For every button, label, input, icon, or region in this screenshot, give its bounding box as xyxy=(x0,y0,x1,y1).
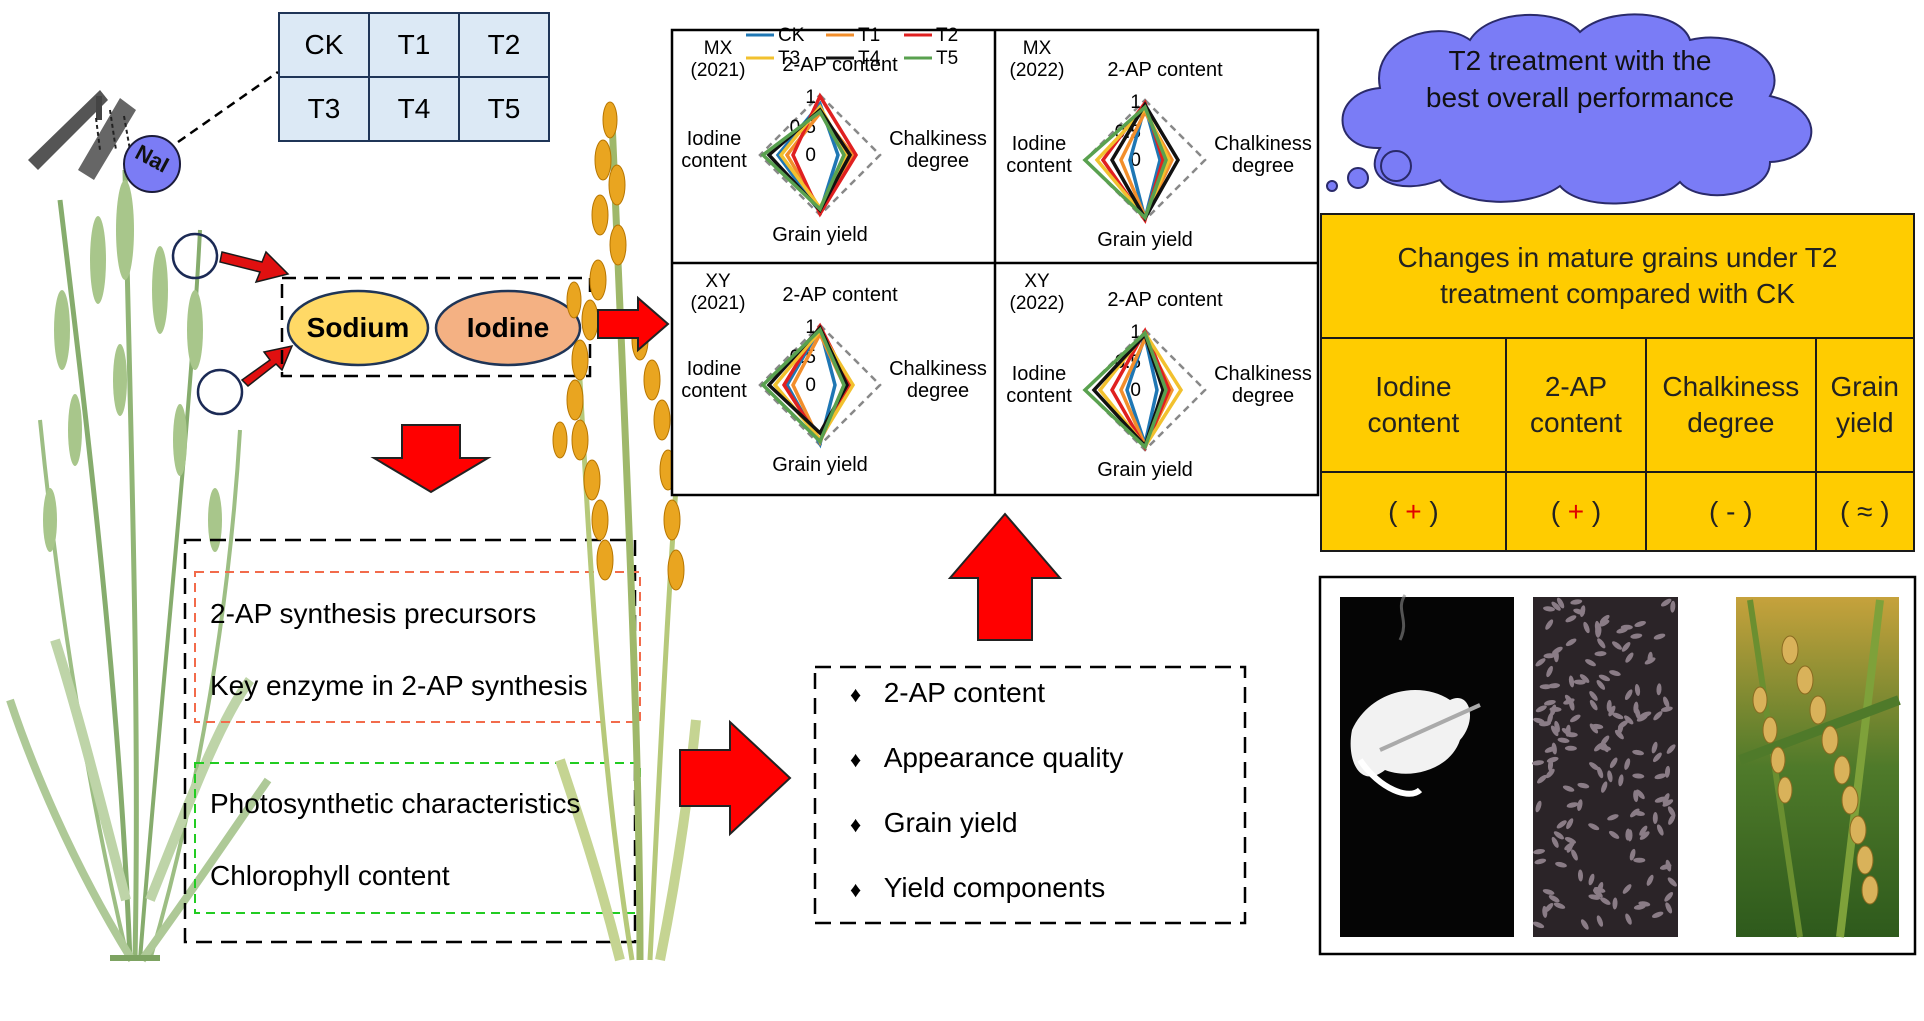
sodium-label: Sodium xyxy=(306,312,410,343)
radar-axis-label: Grain yield xyxy=(772,224,868,246)
bullet-icon: ♦ xyxy=(850,877,862,902)
radar-axis-label: Grain yield xyxy=(1097,229,1193,251)
radar-tick: 0 xyxy=(1130,380,1141,401)
photo-cooked-rice xyxy=(1340,594,1514,937)
bullet-icon: ♦ xyxy=(850,747,862,772)
summary-header: Grain yield xyxy=(1814,337,1915,473)
legend-label: T1 xyxy=(858,25,880,46)
radar-year-label: (2022) xyxy=(1010,293,1065,314)
summary-title: Changes in mature grains under T2 treatm… xyxy=(1320,213,1915,339)
radar-tick: 1 xyxy=(805,87,816,108)
cloud-text: T2 treatment with the best overall perfo… xyxy=(1425,45,1735,113)
legend-label: T3 xyxy=(778,48,800,69)
radar-tick: 0 xyxy=(1130,150,1141,171)
radar-axis-label: Chalkiness xyxy=(1214,363,1312,385)
treatment-cell: T2 xyxy=(458,12,550,78)
legend-label: T5 xyxy=(936,48,958,69)
radar-axis-label: degree xyxy=(907,150,969,172)
treatment-cell: T4 xyxy=(368,76,460,142)
radar-axis-label: content xyxy=(1006,155,1072,177)
mechanism-aroma-2: Key enzyme in 2-AP synthesis xyxy=(210,670,588,701)
legend-label: T4 xyxy=(858,48,881,69)
mechanism-aroma-1: 2-AP synthesis precursors xyxy=(210,598,537,629)
radar-axis-label: Chalkiness xyxy=(889,358,987,380)
summary-sign: ( - ) xyxy=(1645,471,1817,552)
radar-series-t2 xyxy=(791,92,859,218)
bullet-icon: ♦ xyxy=(850,812,862,837)
radar-axis-label: content xyxy=(681,380,747,402)
radar-year-label: (2021) xyxy=(691,60,746,81)
treatment-cell: CK xyxy=(278,12,370,78)
radar-series-t5 xyxy=(1082,104,1168,221)
bullet-icon: ♦ xyxy=(850,682,862,707)
radar-axis-label: 2-AP content xyxy=(1107,289,1223,311)
radar-axis-label: Grain yield xyxy=(772,454,868,476)
radar-axis-label: Iodine xyxy=(1012,133,1067,155)
radar-axis-label: Iodine xyxy=(687,128,742,150)
arrow-to-elements xyxy=(219,250,294,388)
mechanism-photo-2: Chlorophyll content xyxy=(210,860,450,891)
radar-site-label: XY xyxy=(1024,271,1050,292)
radar-axis-label: Grain yield xyxy=(1097,459,1193,481)
green-rice-plant xyxy=(6,169,272,963)
treatment-cell: T5 xyxy=(458,76,550,142)
iodine-label: Iodine xyxy=(466,312,550,343)
radar-axis-label: content xyxy=(1006,385,1072,407)
mechanism-photo-1: Photosynthetic characteristics xyxy=(210,788,581,819)
up-arrow xyxy=(947,512,1063,641)
sprayer-icon xyxy=(28,90,136,180)
radar-tick: 0 xyxy=(805,145,816,166)
radar-site-label: MX xyxy=(704,38,733,59)
legend-label: T2 xyxy=(936,25,958,46)
treatment-cell: T1 xyxy=(368,12,460,78)
thought-cloud xyxy=(1326,13,1813,205)
radar-year-label: (2022) xyxy=(1010,60,1065,81)
radar-tick: 1 xyxy=(805,317,816,338)
photo-milled-grains xyxy=(1532,597,1678,937)
radar-series-t5 xyxy=(760,109,846,212)
summary-table: Changes in mature grains under T2 treatm… xyxy=(1320,213,1915,552)
radar-axis-label: degree xyxy=(1232,385,1294,407)
radar-axis-label: 2-AP content xyxy=(782,284,898,306)
radar-tick: 1 xyxy=(1130,322,1141,343)
radar-site-label: XY xyxy=(705,271,731,292)
summary-sign: ( ≈ ) xyxy=(1814,471,1915,552)
summary-header: Chalkiness degree xyxy=(1645,337,1817,473)
measurement-item: ♦ 2-AP content xyxy=(850,677,1046,708)
radar-tick: 0 xyxy=(805,375,816,396)
radar-axis-label: Iodine xyxy=(1012,363,1067,385)
summary-header: Iodine content xyxy=(1320,337,1507,473)
measurement-item: ♦ Appearance quality xyxy=(850,742,1124,773)
measurement-item: ♦ Yield components xyxy=(850,872,1106,903)
measurement-item: ♦ Grain yield xyxy=(850,807,1018,838)
radar-year-label: (2021) xyxy=(691,293,746,314)
radar-axis-label: 2-AP content xyxy=(782,54,898,76)
summary-header: 2-AP content xyxy=(1504,337,1648,473)
radar-site-label: MX xyxy=(1023,38,1052,59)
radar-axis-label: Iodine xyxy=(687,358,742,380)
radar-axis-label: Chalkiness xyxy=(889,128,987,150)
radar-tick: 1 xyxy=(1130,92,1141,113)
radar-series-t5 xyxy=(1082,329,1168,451)
radar-axis-label: degree xyxy=(1232,155,1294,177)
treatment-cell: T3 xyxy=(278,76,370,142)
legend-label: CK xyxy=(778,25,805,46)
right-arrow-to-radar xyxy=(597,295,670,353)
radar-axis-label: content xyxy=(681,150,747,172)
summary-sign: ( + ) xyxy=(1320,471,1507,552)
radar-axis-label: degree xyxy=(907,380,969,402)
radar-series-t4 xyxy=(766,324,849,436)
radar-series-t5 xyxy=(760,326,846,445)
radar-axis-label: 2-AP content xyxy=(1107,59,1223,81)
nai-ball xyxy=(123,135,181,193)
summary-sign: ( + ) xyxy=(1504,471,1648,552)
photo-rice-panicles xyxy=(1736,597,1901,938)
down-arrow xyxy=(370,424,492,494)
right-arrow-to-measurements xyxy=(679,719,792,837)
radar-axis-label: Chalkiness xyxy=(1214,133,1312,155)
treatment-table: CK T1 T2 T3 T4 T5 xyxy=(278,12,550,142)
